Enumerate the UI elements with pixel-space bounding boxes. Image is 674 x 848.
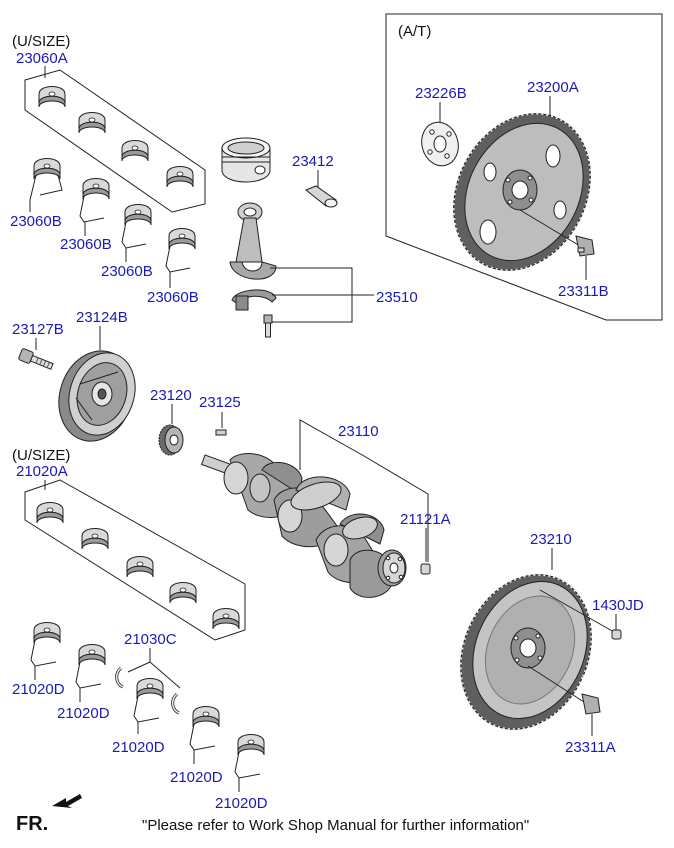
part-23060A[interactable]: 23060A [16,50,68,67]
bearing-set-box-top [24,69,206,213]
woodruff-key [215,429,227,436]
part-23120[interactable]: 23120 [150,387,192,404]
piston-pin [305,185,338,208]
at-box [385,13,663,321]
crank-sprocket [158,424,184,456]
thrust-washer-2 [171,692,181,715]
flywheel-dowel [611,629,622,640]
part-23226B[interactable]: 23226B [415,85,467,102]
part-21030C[interactable]: 21030C [124,631,177,648]
part-23124B[interactable]: 23124B [76,309,128,326]
part-23311A[interactable]: 23311A [565,739,616,756]
part-1430JD[interactable]: 1430JD [592,597,644,614]
spacer-plate [421,121,459,167]
crankshaft-pulley [58,350,136,442]
crankshaft [200,453,407,598]
bearing-set-box-bottom [24,479,246,641]
thrust-washer-1 [115,666,125,689]
pulley-bolt [17,347,55,373]
part-23412[interactable]: 23412 [292,153,334,170]
part-23127B[interactable]: 23127B [12,321,64,338]
flywheel-bolt [581,693,601,715]
footer-note: "Please refer to Work Shop Manual for fu… [142,817,529,834]
part-23311B[interactable]: 23311B [558,283,609,300]
part-23110[interactable]: 23110 [338,423,379,440]
part-23060B-3[interactable]: 23060B [101,263,153,280]
at-label: (A/T) [398,23,431,40]
part-23210[interactable]: 23210 [530,531,572,548]
drive-plate [452,112,592,272]
part-21020D-5[interactable]: 21020D [215,795,268,812]
usize-top-label: (U/SIZE) [12,33,70,50]
part-23125[interactable]: 23125 [199,394,241,411]
front-direction-label: FR. [16,813,48,835]
drive-plate-bolt [575,235,595,257]
part-21121A[interactable]: 21121A [400,511,451,528]
part-21020D-3[interactable]: 21020D [112,739,165,756]
part-23060B-2[interactable]: 23060B [60,236,112,253]
part-21020D-4[interactable]: 21020D [170,769,223,786]
part-23060B-4[interactable]: 23060B [147,289,199,306]
part-21020D-1[interactable]: 21020D [12,681,65,698]
piston [221,137,271,183]
connecting-rod [229,202,277,338]
usize-bottom-label: (U/SIZE) [12,447,70,464]
flywheel [459,573,593,731]
front-arrow-icon [52,794,82,808]
dowel-pin [420,563,431,575]
part-21020D-2[interactable]: 21020D [57,705,110,722]
part-23200A[interactable]: 23200A [527,79,579,96]
part-23510[interactable]: 23510 [376,289,418,306]
part-21020A[interactable]: 21020A [16,463,68,480]
part-23060B-1[interactable]: 23060B [10,213,62,230]
